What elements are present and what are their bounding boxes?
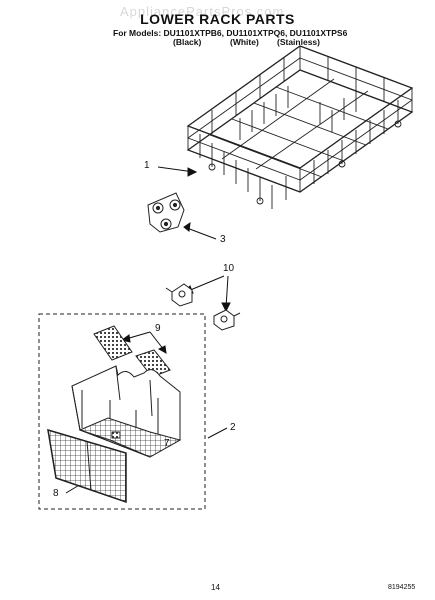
callout-9: 9 xyxy=(155,323,161,334)
rack-clip-left xyxy=(165,283,193,307)
callout-2: 2 xyxy=(230,422,236,433)
callout-1: 1 xyxy=(144,160,150,171)
silverware-basket xyxy=(71,365,182,458)
document-number: 8194255 xyxy=(388,584,416,591)
basket-lid-covers xyxy=(93,325,171,378)
callout-3: 3 xyxy=(220,234,226,245)
callout-10: 10 xyxy=(223,263,235,274)
watermark: AppliancePartsPros.com xyxy=(120,4,285,19)
variant-black: (Black) xyxy=(173,37,202,47)
page-number: 14 xyxy=(211,583,220,592)
page-title: LOWER RACK PARTS xyxy=(140,11,295,27)
rack-clip-right xyxy=(213,309,241,331)
models-line: For Models: DU1101XTPB6, DU1101XTPQ6, DU… xyxy=(113,28,348,38)
callout-7: 7 xyxy=(164,438,170,449)
variant-stainless: (Stainless) xyxy=(277,37,320,47)
callout-8: 8 xyxy=(53,488,59,499)
wheel-assembly xyxy=(147,192,185,233)
variant-white: (White) xyxy=(230,37,259,47)
basket-cover-grid xyxy=(47,428,127,504)
basket-assembly-outline xyxy=(38,313,206,510)
lower-rack xyxy=(186,45,414,209)
